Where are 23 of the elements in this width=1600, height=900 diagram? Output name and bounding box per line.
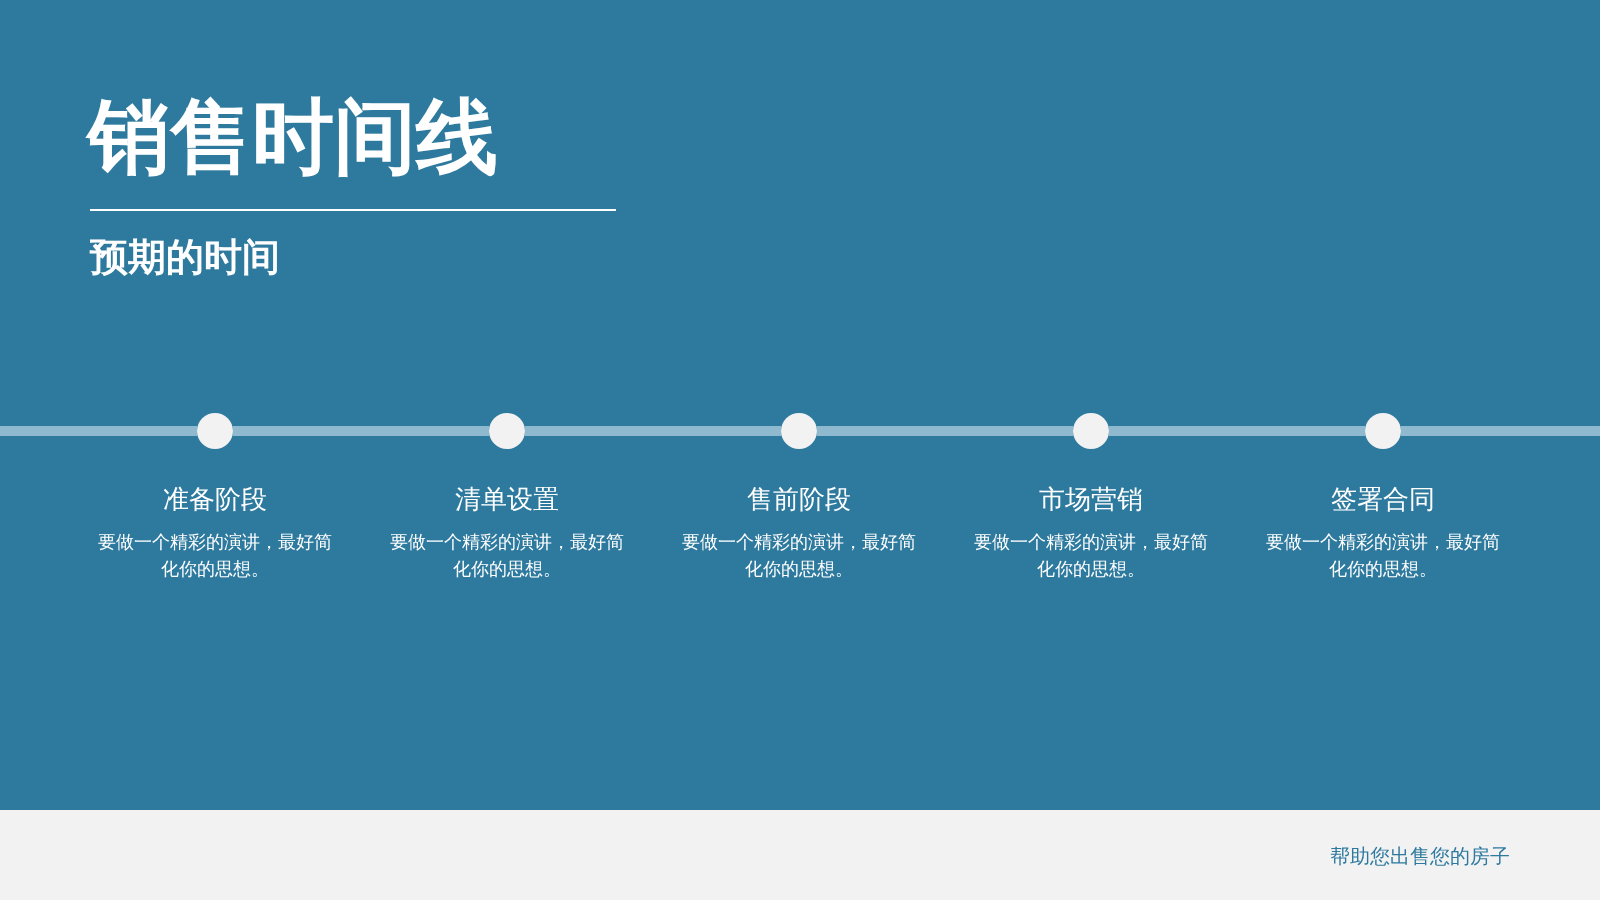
stage-description: 要做一个精彩的演讲，最好简化你的思想。 <box>97 530 333 581</box>
stage-heading: 清单设置 <box>454 483 560 516</box>
timeline-dot <box>1365 413 1401 449</box>
timeline-dot <box>1073 413 1109 449</box>
stage-heading: 售前阶段 <box>746 483 852 516</box>
timeline-line <box>525 426 781 436</box>
timeline-line <box>233 426 489 436</box>
stage-description: 要做一个精彩的演讲，最好简化你的思想。 <box>389 530 625 581</box>
stage-description: 要做一个精彩的演讲，最好简化你的思想。 <box>1265 530 1501 581</box>
timeline-line <box>0 426 197 436</box>
timeline-line <box>1109 426 1365 436</box>
stage-heading: 签署合同 <box>1330 483 1436 516</box>
timeline-line <box>817 426 1073 436</box>
stage-description: 要做一个精彩的演讲，最好简化你的思想。 <box>973 530 1209 581</box>
stage-heading: 准备阶段 <box>162 483 268 516</box>
stage-heading: 市场营销 <box>1038 483 1144 516</box>
stage-description: 要做一个精彩的演讲，最好简化你的思想。 <box>681 530 917 581</box>
timeline-dot <box>197 413 233 449</box>
subtitle: 预期的时间 <box>90 234 280 281</box>
timeline-dot <box>781 413 817 449</box>
timeline-line <box>1401 426 1600 436</box>
footer-text: 帮助您出售您的房子 <box>1330 843 1510 870</box>
timeline-dot <box>489 413 525 449</box>
